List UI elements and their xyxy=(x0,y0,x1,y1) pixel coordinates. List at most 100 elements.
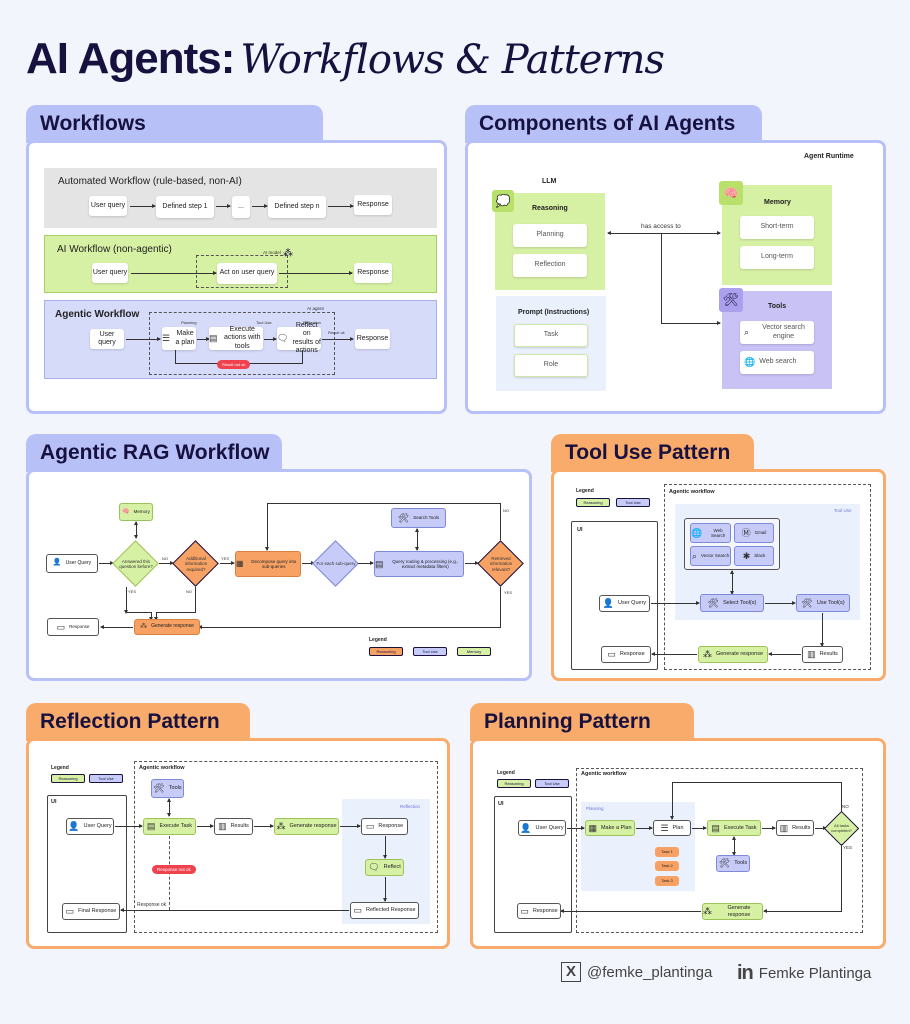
rag-user-query: 👤User Query xyxy=(46,554,98,573)
network-icon: ⁂ xyxy=(702,649,712,660)
tool-slack: ✱Slack xyxy=(734,546,774,566)
agentic-title: Agentic Workflow xyxy=(55,309,140,320)
arrow xyxy=(732,836,736,856)
reflection-results: ▥Results xyxy=(214,818,253,835)
arrow xyxy=(383,877,387,902)
planning-tools-text: Tools xyxy=(734,860,748,867)
rag-decompose-text: Decompose query into sub-queries xyxy=(251,558,297,569)
stage-planning: Planning xyxy=(181,320,197,325)
tool-generate-text: Generate response xyxy=(715,651,764,658)
ai-agent-label: AI agent xyxy=(307,306,324,311)
arrow xyxy=(134,521,138,539)
no-label: NO xyxy=(842,804,849,809)
no-line xyxy=(195,587,196,612)
rag-response-text: Response xyxy=(69,624,90,630)
user-icon: 👤 xyxy=(520,822,532,833)
ai-workflow: AI Workflow (non-agentic) AI model ⁂ Use… xyxy=(44,235,437,293)
arrow xyxy=(692,826,707,830)
arrow xyxy=(120,908,349,912)
tool-web-text: Web Search xyxy=(710,527,726,538)
document-icon: ▤ xyxy=(375,558,384,569)
reflection-tools: 🛠Tools xyxy=(151,779,184,798)
access-arrow-tools xyxy=(661,321,721,325)
linkedin-profile[interactable]: in Femke Plantinga xyxy=(737,962,871,985)
network-icon: ⁂ xyxy=(140,622,148,630)
arrow xyxy=(126,337,161,341)
agentic-workflow-boundary xyxy=(134,761,438,933)
workflow-label: Agentic workflow xyxy=(581,771,627,777)
reflection-response: ▭Response xyxy=(361,818,408,835)
x-handle[interactable]: X @femke_plantinga xyxy=(561,962,712,982)
agent-runtime-label: Agent Runtime xyxy=(804,153,854,160)
automated-workflow: Automated Workflow (rule-based, non-AI) … xyxy=(44,168,437,228)
tool-user-query-text: User Query xyxy=(618,600,647,607)
tool-response: ▭Response xyxy=(601,646,651,663)
step-ellipsis: ... xyxy=(232,196,250,218)
tools-title: Tools xyxy=(768,303,787,310)
rag-routing: ▤Query routing & processing (e.g., extra… xyxy=(374,551,464,577)
no-label: NO xyxy=(503,508,509,513)
workflows-panel: Automated Workflow (rule-based, non-AI) … xyxy=(26,140,447,414)
reflection-execute-text: Execute Task xyxy=(159,823,193,830)
chart-icon: ▥ xyxy=(218,821,227,832)
memory-group: Memory Short-term Long-term xyxy=(722,185,832,285)
automated-title: Automated Workflow (rule-based, non-AI) xyxy=(58,176,242,187)
yes-label: YES xyxy=(504,590,513,595)
rag-memory: 🧠Memory xyxy=(119,503,153,521)
make-plan-text: Make a plan xyxy=(175,330,195,346)
ai-agent-boundary xyxy=(149,312,335,375)
step-user-query: User query xyxy=(89,196,127,216)
workflows-tab: Workflows xyxy=(26,105,323,143)
yes-line xyxy=(126,587,127,612)
arrow xyxy=(131,271,217,275)
reflected-response: ▭Reflected Response xyxy=(350,902,419,919)
step-user-query: User query xyxy=(92,263,128,283)
linkedin-logo-icon: in xyxy=(737,962,754,984)
rag-search-tools: 🛠Search Tools xyxy=(391,508,446,528)
memory-short-term: Short-term xyxy=(740,216,814,239)
brain-icon: 🧠 xyxy=(719,181,743,205)
planning-response-text: Response xyxy=(532,907,558,914)
reflect-text: Reflect xyxy=(383,864,401,871)
rag-search-tools-text: Search Tools xyxy=(413,515,440,521)
reflection-zone-label: Reflection xyxy=(400,804,421,809)
stage-tooluse: Tool Use xyxy=(256,320,272,325)
step-execute: ▤Execute actions with tools xyxy=(209,326,263,350)
planning-zone-label: Planning xyxy=(586,806,604,811)
user-icon: 👤 xyxy=(52,559,62,567)
page-title: AI Agents:Workflows & Patterns xyxy=(26,34,665,84)
agentic-workflow-boundary xyxy=(576,768,863,933)
rag-memory-text: Memory xyxy=(133,509,150,515)
tool-web-search: 🌐Web Search xyxy=(690,523,731,543)
network-icon: ⁂ xyxy=(276,821,286,832)
yes-line xyxy=(841,844,842,911)
access-label: has access to xyxy=(641,223,681,230)
chat-icon: ▭ xyxy=(353,905,362,916)
select-tools: 🛠Select Tool(s) xyxy=(700,594,764,612)
step-defined-1: Defined step 1 xyxy=(156,196,214,218)
arrow xyxy=(99,561,114,565)
arrow xyxy=(358,561,374,565)
planning-results-text: Results xyxy=(792,824,811,831)
arrow xyxy=(415,528,419,551)
rag-panel: 🧠Memory 👤User Query Answered this questi… xyxy=(26,469,532,681)
arrow xyxy=(322,337,354,341)
tool-web-search: 🌐Web search xyxy=(740,351,814,374)
ui-frame xyxy=(47,795,127,933)
tools-icon: 🛠 xyxy=(707,597,720,608)
reasoning-planning: Planning xyxy=(513,224,587,247)
tool-slack-text: Slack xyxy=(754,553,766,559)
arrow xyxy=(252,204,268,208)
arrow xyxy=(159,561,174,565)
planning-results: ▥Results xyxy=(776,820,814,836)
chat-icon: ▭ xyxy=(65,906,75,917)
arrow xyxy=(100,625,133,629)
arrow xyxy=(651,601,700,605)
vector-search-icon: ⌕ xyxy=(744,327,750,338)
step-response: Response xyxy=(354,195,392,215)
title-main: AI Agents: xyxy=(26,34,235,83)
reflect-text: Reflect on results of actions xyxy=(292,322,321,354)
tool-vector-search: ⌕Vector search engine xyxy=(740,321,814,344)
task-1: Task 1 xyxy=(655,847,679,857)
tools-icon: 🛠 xyxy=(153,783,165,794)
